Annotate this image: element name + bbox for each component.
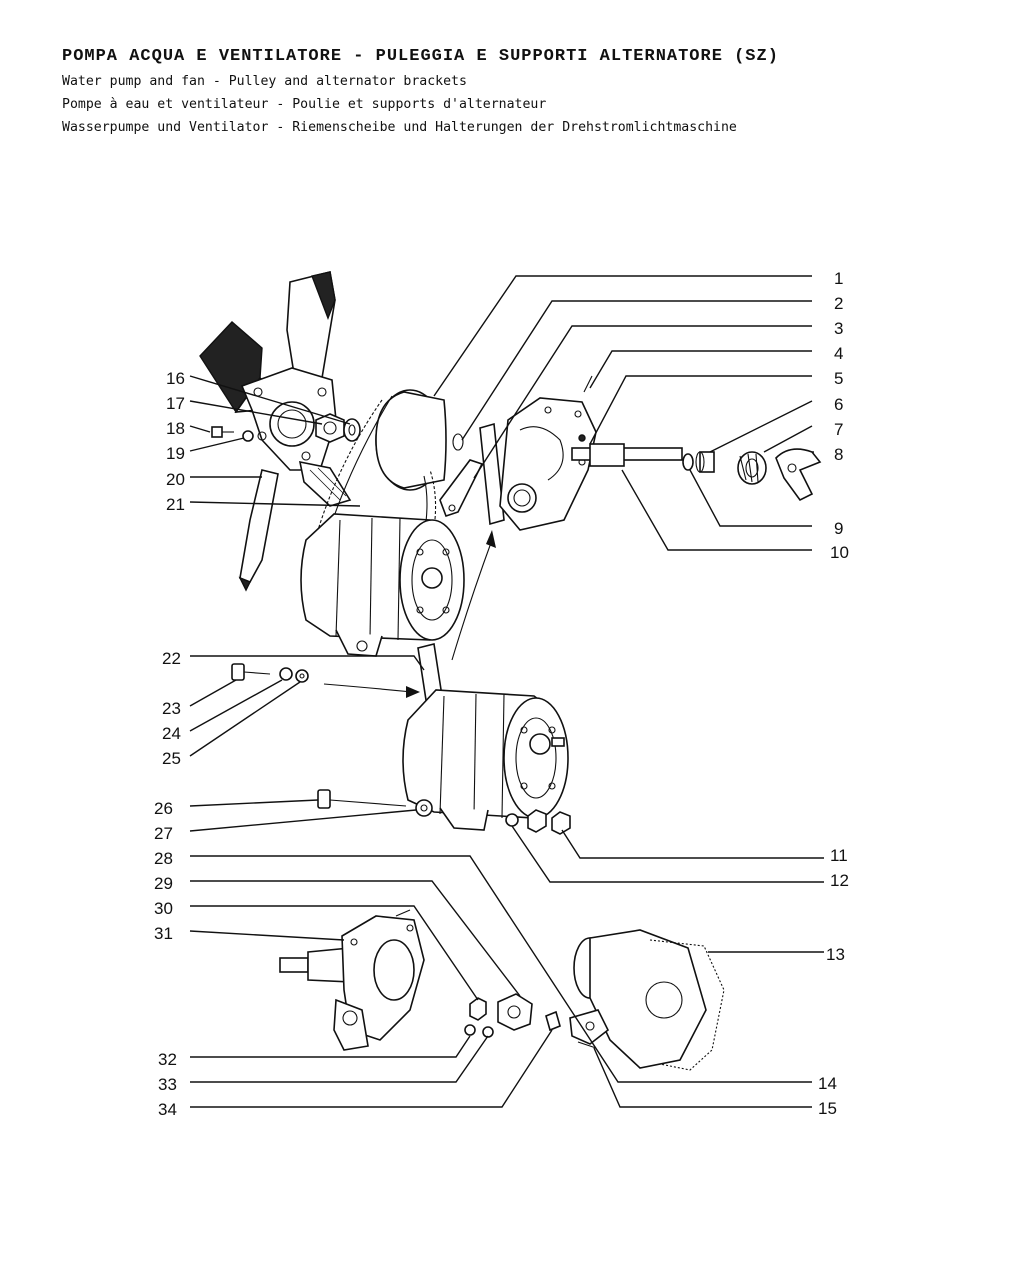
callout-26: 26 bbox=[154, 799, 173, 818]
callout-5: 5 bbox=[834, 369, 843, 388]
water-pump-body-upper bbox=[499, 375, 597, 531]
fan-assembly bbox=[199, 271, 352, 592]
callout-10: 10 bbox=[830, 543, 849, 562]
callout-17: 17 bbox=[166, 394, 185, 413]
callout-29: 29 bbox=[154, 874, 173, 893]
callout-14: 14 bbox=[818, 1074, 837, 1093]
callout-22: 22 bbox=[162, 649, 181, 668]
alternator-hardware-lower bbox=[317, 789, 571, 835]
callout-27: 27 bbox=[154, 824, 173, 843]
callout-18: 18 bbox=[166, 419, 185, 438]
title-german: Wasserpumpe und Ventilator - Riemenschei… bbox=[62, 120, 737, 135]
callout-16: 16 bbox=[166, 369, 185, 388]
callout-2: 2 bbox=[834, 294, 843, 313]
alternator-brackets bbox=[439, 422, 505, 526]
alternator-hardware-upper bbox=[231, 663, 309, 683]
callout-28: 28 bbox=[154, 849, 173, 868]
water-pump-assembled bbox=[279, 909, 425, 1051]
assembly-arrows bbox=[323, 530, 496, 698]
callout-8: 8 bbox=[834, 445, 843, 464]
header: POMPA ACQUA E VENTILATORE - PULEGGIA E S… bbox=[62, 44, 1002, 139]
alternator-lower bbox=[402, 643, 569, 831]
callout-34: 34 bbox=[158, 1100, 177, 1119]
callout-numbers: 1 2 3 4 5 6 7 8 9 10 11 12 13 14 15 16 1… bbox=[154, 269, 849, 1119]
callout-25: 25 bbox=[162, 749, 181, 768]
callout-4: 4 bbox=[834, 344, 843, 363]
callout-15: 15 bbox=[818, 1099, 837, 1118]
callout-20: 20 bbox=[166, 470, 185, 489]
pulley bbox=[375, 389, 447, 491]
title-italian: POMPA ACQUA E VENTILATORE - PULEGGIA E S… bbox=[62, 47, 779, 66]
water-pump-with-gasket bbox=[569, 929, 725, 1071]
callout-7: 7 bbox=[834, 420, 843, 439]
callout-19: 19 bbox=[166, 444, 185, 463]
fan-hardware bbox=[211, 413, 361, 443]
callout-3: 3 bbox=[834, 319, 843, 338]
callout-33: 33 bbox=[158, 1075, 177, 1094]
pump-shaft-parts bbox=[571, 434, 822, 502]
pump-small-parts bbox=[464, 993, 561, 1038]
callout-24: 24 bbox=[162, 724, 181, 743]
callout-30: 30 bbox=[154, 899, 173, 918]
callout-21: 21 bbox=[166, 495, 185, 514]
title-french: Pompe à eau et ventilateur - Poulie et s… bbox=[62, 97, 547, 112]
callout-6: 6 bbox=[834, 395, 843, 414]
title-english: Water pump and fan - Pulley and alternat… bbox=[62, 74, 467, 89]
alternator-upper bbox=[300, 513, 465, 657]
callout-23: 23 bbox=[162, 699, 181, 718]
callout-9: 9 bbox=[834, 519, 843, 538]
callout-12: 12 bbox=[830, 871, 849, 890]
callout-31: 31 bbox=[154, 924, 173, 943]
callout-1: 1 bbox=[834, 269, 843, 288]
callout-32: 32 bbox=[158, 1050, 177, 1069]
callout-13: 13 bbox=[826, 945, 845, 964]
leader-lines bbox=[189, 275, 824, 1108]
callout-11: 11 bbox=[830, 846, 848, 865]
